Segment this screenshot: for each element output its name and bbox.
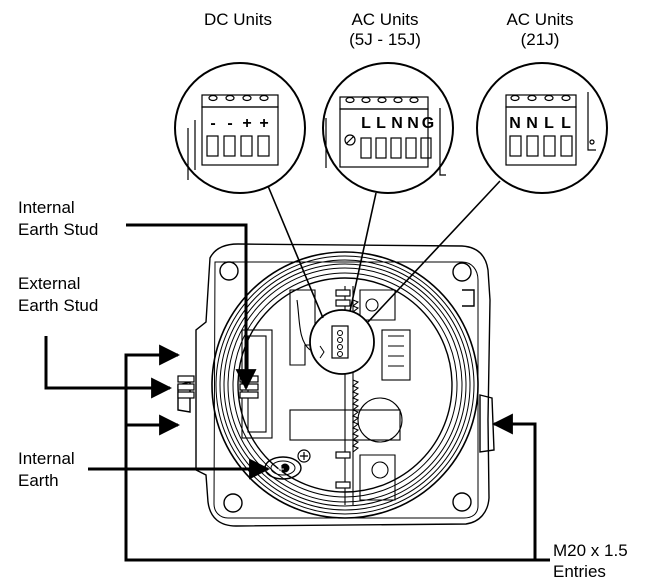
internal-earth-label-line1: Internal xyxy=(18,449,75,468)
ac-5j-15j-terminal-1: L xyxy=(361,115,371,132)
dc-units-title: DC Units xyxy=(203,10,272,29)
ac-units-21j-title: AC Units xyxy=(506,10,574,29)
ac-5j-15j-terminal-detail: L L N N G xyxy=(322,62,454,194)
ac-21j-terminal-1: N xyxy=(509,115,521,132)
internal-earth-label-line2: Earth xyxy=(18,471,59,490)
ac-5j-15j-terminal-5: G xyxy=(422,115,434,132)
ac-5j-15j-terminal-3: N xyxy=(391,115,403,132)
ac-21j-terminal-4: L xyxy=(561,115,571,132)
ac-units-5j-15j-title: AC Units xyxy=(351,10,419,29)
callout-arrows xyxy=(44,223,550,562)
enclosure-body xyxy=(177,243,495,527)
internal-earth-stud-arrow xyxy=(126,223,257,391)
external-earth-stud-label-line1: External xyxy=(18,274,81,293)
ac-units-21j-range: (21J) xyxy=(520,30,560,49)
m20-entries-bracket xyxy=(124,344,550,562)
dc-terminal-2: - xyxy=(227,115,232,132)
internal-earth-stud-label-line1: Internal xyxy=(18,198,75,217)
dc-terminal-detail: - - + + xyxy=(174,62,306,194)
dc-terminal-3: + xyxy=(242,115,251,132)
ac-5j-15j-terminal-2: L xyxy=(376,115,386,132)
internal-earth-lug: + xyxy=(264,449,311,480)
dc-terminal-4: + xyxy=(259,115,268,132)
center-magnify-circle xyxy=(309,309,375,375)
m20-entries-arrow-right xyxy=(491,413,537,560)
ac-5j-15j-terminal-4: N xyxy=(407,115,419,132)
ac-21j-terminal-3: L xyxy=(544,115,554,132)
ac-units-5j-15j-range: (5J - 15J) xyxy=(349,30,421,49)
internal-earth-stud-label-line2: Earth Stud xyxy=(18,220,99,239)
magnify-leader-lines xyxy=(267,180,501,323)
m20-entries-label-line2: Entries xyxy=(553,562,606,581)
dc-terminal-1: - xyxy=(210,115,215,132)
ac-21j-terminal-detail: N N L L xyxy=(476,62,608,194)
ac-21j-terminal-2: N xyxy=(526,115,538,132)
m20-entries-label-line1: M20 x 1.5 xyxy=(553,541,628,560)
external-earth-stud-arrow xyxy=(44,336,173,399)
external-earth-stud-label-line2: Earth Stud xyxy=(18,296,99,315)
svg-text:+: + xyxy=(277,462,284,476)
